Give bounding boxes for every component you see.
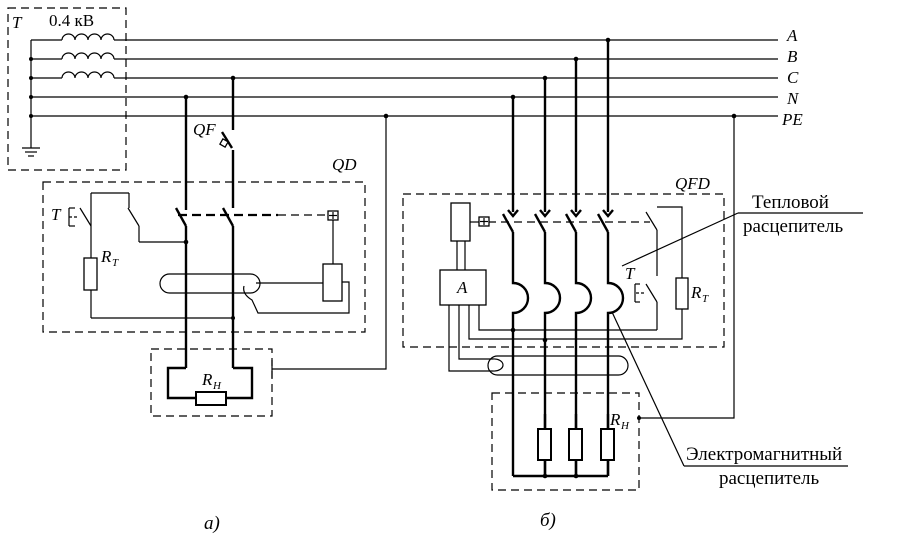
relay-a <box>322 263 343 302</box>
qd-boundary <box>42 181 366 333</box>
qd-contact-1 <box>174 207 188 227</box>
rn-a-sub: Н <box>212 380 222 392</box>
ground-icon <box>22 147 40 157</box>
amplifier-box <box>439 269 487 306</box>
resistor-load-b1 <box>537 428 552 461</box>
winding-c <box>61 71 115 79</box>
qf-switch <box>220 131 234 149</box>
resistor-rt-b <box>675 277 689 310</box>
qfd-contacts <box>488 209 650 233</box>
current-transformer-b <box>487 355 629 376</box>
qfd-label: QFD <box>675 174 711 193</box>
bus-label-pe: PE <box>781 110 803 129</box>
magnetic-callout-2: расцепитель <box>719 468 820 489</box>
winding-b <box>61 52 115 60</box>
rn-b-sub: Н <box>620 420 630 432</box>
relay-b <box>450 202 471 242</box>
transformer-voltage: 0.4 кВ <box>49 11 94 30</box>
resistor-rt-a <box>83 257 98 291</box>
qd-label: QD <box>332 155 357 174</box>
transformer: T 0.4 кВ <box>7 7 127 171</box>
diagram-a: QF QD T R T <box>42 75 389 534</box>
thermal-callout-2: расцепитель <box>743 216 844 237</box>
magnetic-callout-1: Электромагнитный <box>686 444 842 465</box>
bus-label-b: B <box>787 47 798 66</box>
qd-contact-2 <box>221 207 235 227</box>
rt-b-label: R <box>690 283 702 302</box>
resistor-load-b2 <box>568 428 583 461</box>
amplifier-label: A <box>456 278 468 297</box>
transformer-label: T <box>12 13 23 32</box>
rt-a-sub: T <box>112 257 119 269</box>
thermal-callout-1: Тепловой <box>752 192 829 213</box>
rt-b-sub: T <box>702 293 709 305</box>
rn-a-label: R <box>201 370 213 389</box>
load-boundary-a <box>150 348 273 417</box>
winding-a <box>61 33 115 41</box>
bus-label-a: A <box>786 26 798 45</box>
transformer-boundary <box>7 7 127 171</box>
load-boundary-b <box>491 392 640 491</box>
rn-b-label: R <box>609 410 621 429</box>
rt-a-label: R <box>100 247 112 266</box>
caption-a: а) <box>204 513 220 534</box>
caption-b: б) <box>540 510 556 531</box>
callouts: Тепловой расцепитель Электромагнитный ра… <box>611 192 863 489</box>
current-transformer-a <box>159 273 261 294</box>
thermal-label-b: T <box>625 264 636 283</box>
thermal-label-a: T <box>51 205 62 224</box>
qf-label: QF <box>193 120 216 139</box>
bus-lines: A B C N PE <box>31 26 803 129</box>
diagram-b: QFD T R T <box>402 37 737 531</box>
resistor-load-b3 <box>600 428 615 461</box>
resistor-load-a <box>195 391 227 406</box>
bus-label-c: C <box>787 68 799 87</box>
qfd-boundary <box>402 193 725 348</box>
bus-label-n: N <box>786 89 800 108</box>
